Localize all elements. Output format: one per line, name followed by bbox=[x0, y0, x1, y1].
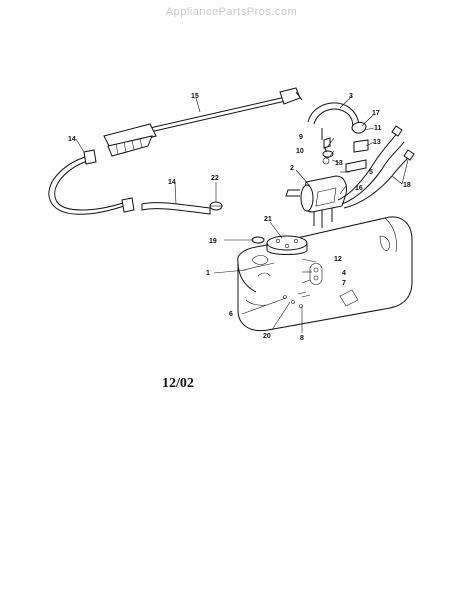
spray-wand bbox=[103, 87, 303, 157]
callout-12: 12 bbox=[334, 256, 342, 263]
sprayer-tank bbox=[237, 216, 413, 332]
small-hardware bbox=[209, 137, 334, 308]
callout-13-right: 13 bbox=[373, 139, 381, 146]
pump-housing bbox=[266, 235, 308, 255]
callout-4: 4 bbox=[342, 270, 346, 277]
return-hose bbox=[307, 102, 369, 173]
callout-5: 5 bbox=[369, 169, 373, 176]
callout-8: 8 bbox=[300, 335, 304, 342]
callout-14-lower: 14 bbox=[168, 179, 176, 186]
pump-motor bbox=[285, 175, 347, 228]
callout-9: 9 bbox=[299, 134, 303, 141]
spray-hose bbox=[48, 149, 211, 215]
site-watermark: AppliancePartsPros.com bbox=[165, 6, 298, 18]
callout-17: 17 bbox=[372, 110, 380, 117]
callout-13-left: 13 bbox=[335, 160, 343, 167]
callout-7: 7 bbox=[342, 280, 346, 287]
callout-2: 2 bbox=[290, 165, 294, 172]
callout-leaders bbox=[75, 95, 409, 333]
callout-20: 20 bbox=[263, 333, 271, 340]
callout-6: 6 bbox=[229, 311, 233, 318]
callout-22: 22 bbox=[211, 175, 219, 182]
callout-16: 16 bbox=[355, 185, 363, 192]
callout-21: 21 bbox=[264, 216, 272, 223]
callout-11: 11 bbox=[374, 125, 382, 132]
revision-date: 12/02 bbox=[162, 376, 194, 391]
callout-10: 10 bbox=[296, 148, 304, 155]
callout-19: 19 bbox=[209, 238, 217, 245]
callout-14-upper: 14 bbox=[68, 136, 76, 143]
callout-18: 18 bbox=[403, 182, 411, 189]
callout-1: 1 bbox=[206, 270, 210, 277]
callout-15: 15 bbox=[191, 93, 199, 100]
callout-3: 3 bbox=[349, 93, 353, 100]
